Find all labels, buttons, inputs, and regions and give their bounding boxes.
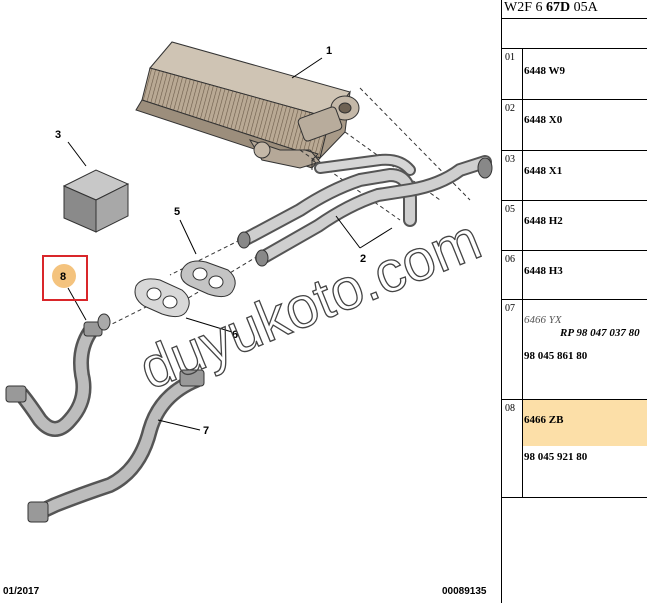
callout-6: 6 xyxy=(232,329,238,341)
part-row-01[interactable]: 01 6448 W9 xyxy=(502,49,647,100)
part-row-02[interactable]: 02 6448 X0 xyxy=(502,100,647,151)
part-row-08[interactable]: 08 6466 ZB 98 045 921 80 xyxy=(502,400,647,498)
twin-pipes xyxy=(237,153,493,267)
callout-8: 8 xyxy=(60,271,66,283)
callout-1: 1 xyxy=(326,45,332,57)
callout-2: 2 xyxy=(360,253,366,265)
footer-date: 01/2017 xyxy=(3,586,40,597)
hose-8 xyxy=(5,313,111,437)
heater-core xyxy=(135,41,360,170)
callout-3: 3 xyxy=(55,129,61,141)
gasket-plate xyxy=(180,260,236,298)
parts-list-panel: W2F 6 67D 05A 01 6448 W9 02 6448 X0 03 6… xyxy=(501,0,647,603)
row-highlight xyxy=(523,400,647,446)
hose-7 xyxy=(27,369,205,523)
part-row-05[interactable]: 05 6448 H2 xyxy=(502,201,647,251)
foam-block xyxy=(62,169,130,233)
footer-doc-number: 00089135 xyxy=(442,586,487,597)
part-row-03[interactable]: 03 6448 X1 xyxy=(502,151,647,201)
parts-table: 01 6448 W9 02 6448 X0 03 6448 X1 05 6448… xyxy=(502,48,647,498)
callout-7: 7 xyxy=(203,425,209,437)
parts-diagram: 1 2 3 5 6 7 8 duyukoto.com xyxy=(5,41,493,523)
callout-5: 5 xyxy=(174,206,180,218)
seal-plate xyxy=(134,278,190,318)
part-row-06[interactable]: 06 6448 H3 xyxy=(502,251,647,300)
leader-lines xyxy=(67,57,393,431)
diagram-code: W2F 6 67D 05A xyxy=(504,0,598,15)
callout-8-marker[interactable]: 8 xyxy=(42,255,88,301)
part-row-07[interactable]: 07 6466 YX RP 98 047 037 80 98 045 861 8… xyxy=(502,300,647,400)
